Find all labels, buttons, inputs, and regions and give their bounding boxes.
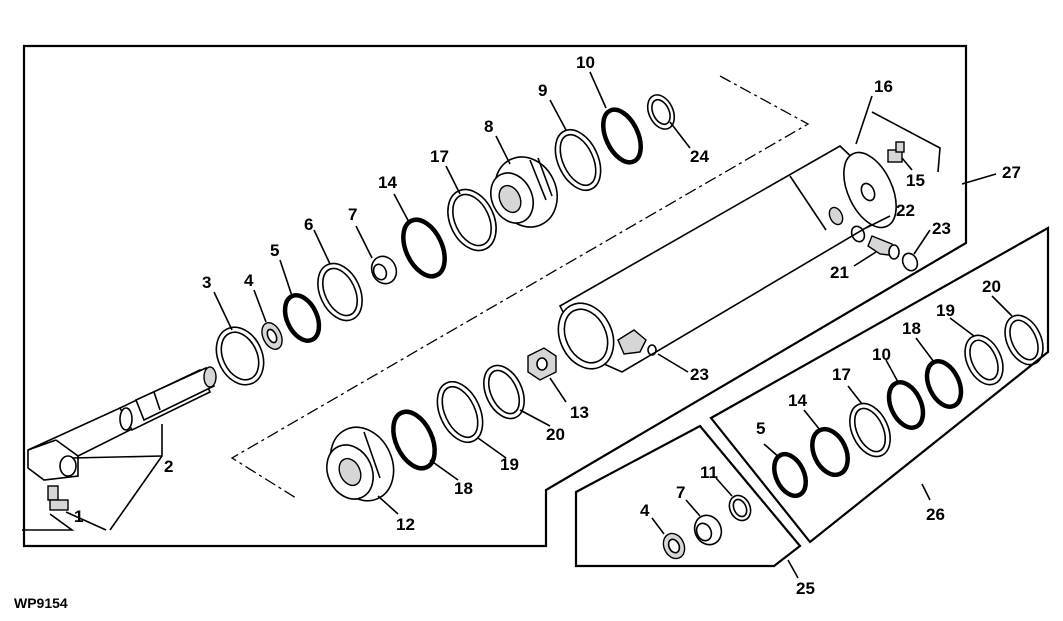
callout-8: 8 <box>484 117 493 136</box>
kit25-callout-4: 4 <box>640 501 650 520</box>
callout-10: 10 <box>576 53 595 72</box>
phantom-line-upper <box>230 75 810 499</box>
callout-21: 21 <box>830 263 849 282</box>
figure-id: WP9154 <box>14 595 68 611</box>
callout-23-lower: 23 <box>690 365 709 384</box>
backup-ring-20 <box>483 364 525 420</box>
kit26-callout-26: 26 <box>926 505 945 524</box>
kit26-backup-ring-20 <box>1004 314 1044 366</box>
kit26-callout-14: 14 <box>788 391 807 410</box>
o-ring-23-lower <box>647 344 657 356</box>
kit25-callout-7: 7 <box>676 483 685 502</box>
kit25-callout-11: 11 <box>700 463 718 482</box>
callout-2: 2 <box>164 457 173 476</box>
small-kit-boundary <box>574 424 802 568</box>
kit26-callout-17: 17 <box>832 365 851 384</box>
main-assembly-boundary <box>22 44 968 548</box>
kit25-ring-11 <box>728 494 752 522</box>
callout-4: 4 <box>244 271 254 290</box>
callout-9: 9 <box>538 81 547 100</box>
kit26-o-ring-18 <box>924 359 964 409</box>
kit26-callout-20: 20 <box>982 277 1001 296</box>
wiper-7 <box>370 255 398 285</box>
retaining-ring-3 <box>215 326 265 386</box>
callout-3: 3 <box>202 273 211 292</box>
kit25-callout-25: 25 <box>796 579 815 598</box>
o-ring-5 <box>282 293 322 343</box>
backup-ring-24 <box>646 94 676 130</box>
callout-17: 17 <box>430 147 449 166</box>
callout-22: 22 <box>896 201 915 220</box>
piston-rod <box>27 366 217 481</box>
callout-5: 5 <box>270 241 279 260</box>
backup-ring-19 <box>436 380 484 444</box>
kit26-callout-18: 18 <box>902 319 921 338</box>
fitting-15 <box>887 141 905 163</box>
kit26-backup-ring-19 <box>964 334 1004 386</box>
cylinder-barrel <box>557 145 898 373</box>
rod-guide-8 <box>490 156 558 228</box>
callout-6: 6 <box>304 215 313 234</box>
o-ring-10 <box>601 107 643 165</box>
kit25-wiper-7 <box>693 514 723 546</box>
backup-ring-9 <box>554 128 602 192</box>
callout-13: 13 <box>570 403 589 422</box>
callout-7: 7 <box>348 205 357 224</box>
callout-15: 15 <box>906 171 925 190</box>
o-ring-23-upper <box>901 252 919 272</box>
seal-kit-boundary <box>709 226 1050 544</box>
kit26-backup-ring-17 <box>849 402 891 458</box>
callout-1: 1 <box>74 507 83 526</box>
kit26-o-ring-10 <box>886 380 926 430</box>
fitting-21 <box>867 235 900 260</box>
o-ring-22 <box>850 225 866 243</box>
callout-19: 19 <box>500 455 519 474</box>
callout-23-upper: 23 <box>932 219 951 238</box>
kit26-o-ring-5 <box>772 451 808 499</box>
kit26-callout-19: 19 <box>936 301 955 320</box>
piston-12 <box>326 426 395 502</box>
kit26-o-ring-14 <box>810 426 850 478</box>
kit26-callout-10: 10 <box>872 345 891 364</box>
backup-ring-6 <box>317 262 363 322</box>
callout-16: 16 <box>874 77 893 96</box>
grease-fitting <box>47 485 69 511</box>
callout-14: 14 <box>378 173 397 192</box>
callout-24: 24 <box>690 147 709 166</box>
kit26-callout-5: 5 <box>756 419 765 438</box>
o-ring-14 <box>401 217 447 279</box>
callout-18: 18 <box>454 479 473 498</box>
o-ring-18 <box>391 409 437 471</box>
callout-12: 12 <box>396 515 415 534</box>
callout-20: 20 <box>546 425 565 444</box>
callout-27: 27 <box>1002 163 1021 182</box>
